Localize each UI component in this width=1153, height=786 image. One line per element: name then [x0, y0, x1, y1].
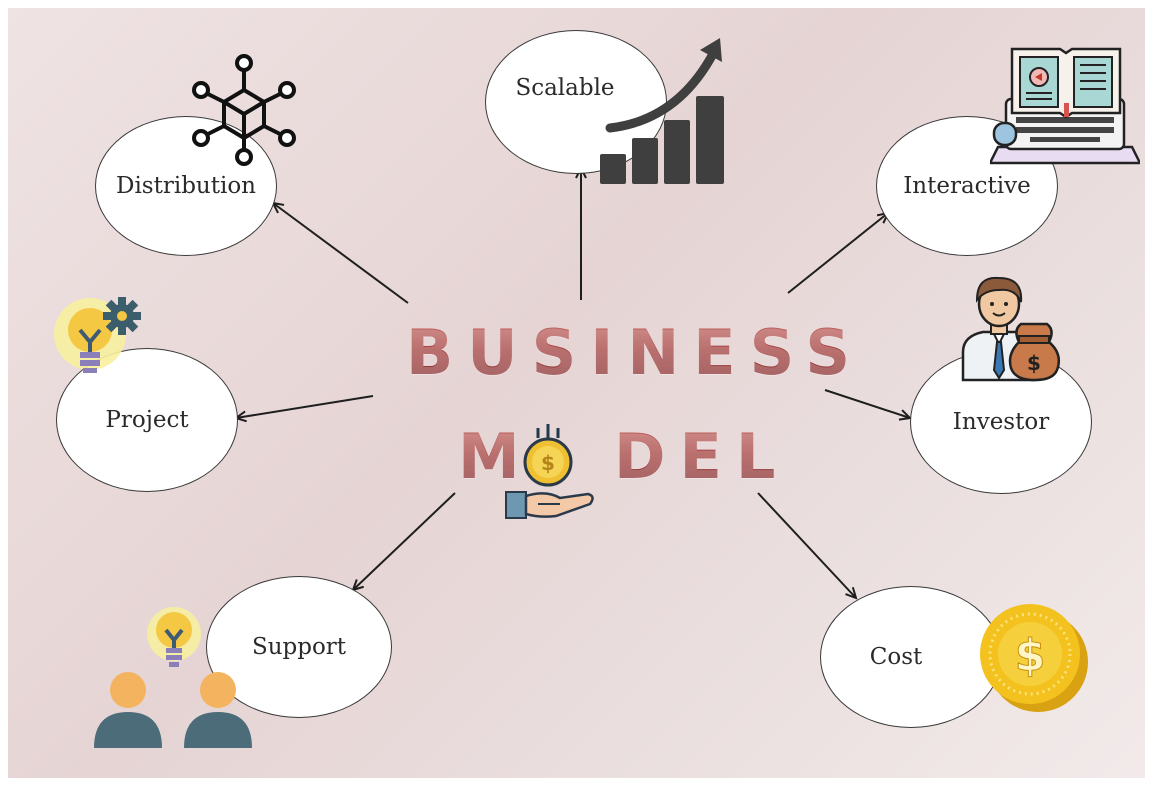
- svg-text:$: $: [1027, 351, 1041, 375]
- title-line-business: BUSINESS: [406, 316, 865, 389]
- arrow-to-support: [351, 492, 456, 592]
- arrow-to-project: [233, 395, 374, 423]
- title-line-model-m: M: [458, 420, 534, 493]
- businessman-moneybag-icon: $: [961, 276, 1060, 382]
- connector-arrows: [233, 165, 913, 600]
- gold-coin-icon: $: [980, 604, 1088, 712]
- arrow-to-distribution: [271, 201, 409, 304]
- node-cost: Cost: [820, 586, 1002, 728]
- node-label-interactive: Interactive: [903, 173, 1031, 199]
- growth-chart-icon: [600, 38, 724, 184]
- lightbulb-gear-icon: [54, 297, 141, 373]
- network-cube-icon: [192, 54, 296, 166]
- arrow-to-interactive: [787, 211, 890, 294]
- node-label-scalable: Scalable: [515, 75, 615, 101]
- node-label-cost: Cost: [869, 644, 923, 670]
- arrow-to-cost: [757, 492, 858, 600]
- node-label-distribution: Distribution: [116, 173, 256, 199]
- svg-text:$: $: [1015, 630, 1046, 681]
- node-label-project: Project: [105, 407, 189, 433]
- node-distribution: Distribution: [95, 116, 277, 256]
- dollar-coin-hand-icon: $: [505, 424, 594, 519]
- title-line-model-del: DEL: [614, 420, 790, 493]
- node-scalable: Scalable: [485, 30, 667, 174]
- team-idea-icon: [94, 607, 252, 748]
- node-label-investor: Investor: [952, 409, 1050, 435]
- svg-text:$: $: [541, 451, 555, 475]
- laptop-ebook-icon: [990, 47, 1140, 165]
- node-support: Support: [206, 576, 392, 718]
- diagram-canvas: BUSINESS M DEL $ Distribution Scalable I…: [8, 8, 1145, 778]
- node-label-support: Support: [251, 634, 347, 660]
- arrow-to-investor: [824, 389, 913, 421]
